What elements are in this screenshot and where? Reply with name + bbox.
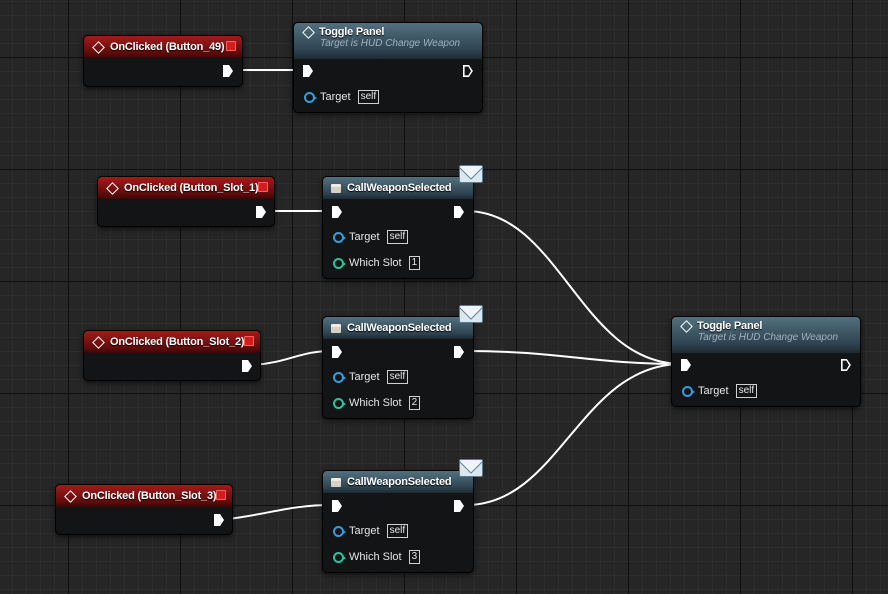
function-node-call-weapon-selected-2[interactable]: CallWeaponSelected Target self Which Slo… [322, 305, 483, 419]
envelope-icon [459, 165, 483, 183]
event-diamond-icon [92, 335, 105, 349]
envelope-icon [459, 459, 483, 477]
event-node-button-49[interactable]: OnClicked (Button_49) [83, 35, 243, 87]
exec-out-pin[interactable] [242, 360, 252, 372]
target-label: Target [349, 371, 380, 383]
which-slot-value[interactable]: 2 [408, 396, 421, 410]
event-diamond-icon [106, 181, 119, 195]
object-pin-icon[interactable] [304, 91, 317, 103]
which-slot-label: Which Slot [349, 551, 402, 563]
node-title: CallWeaponSelected [347, 476, 452, 488]
exec-out-pin[interactable] [454, 500, 464, 512]
function-diamond-icon [680, 319, 693, 333]
node-title: OnClicked (Button_Slot_1) [124, 182, 259, 194]
function-icon [331, 477, 341, 487]
event-node-button-slot-3[interactable]: OnClicked (Button_Slot_3) [55, 484, 233, 535]
exec-in-pin[interactable] [303, 65, 313, 77]
delegate-pin-icon[interactable] [244, 336, 254, 346]
exec-out-pin[interactable] [214, 514, 224, 526]
node-header: Toggle Panel Target is HUD Change Weapon [294, 23, 482, 59]
which-slot-pin-row: Which Slot 1 [333, 256, 421, 270]
function-node-call-weapon-selected-3[interactable]: CallWeaponSelected Target self Which Slo… [322, 459, 483, 573]
object-pin-icon[interactable] [333, 231, 346, 243]
event-node-button-slot-2[interactable]: OnClicked (Button_Slot_2) [83, 330, 261, 381]
event-diamond-icon [64, 489, 77, 503]
event-node-button-slot-1[interactable]: OnClicked (Button_Slot_1) [97, 176, 275, 227]
target-pin-row: Target self [682, 384, 758, 398]
exec-out-pin[interactable] [463, 65, 473, 77]
integer-pin-icon[interactable] [333, 257, 346, 269]
node-title: Toggle Panel [319, 26, 385, 38]
wire-call3-to-toggle[interactable] [465, 363, 683, 506]
node-header: OnClicked (Button_Slot_2) [84, 331, 260, 353]
node-header: OnClicked (Button_49) [84, 36, 242, 58]
target-value[interactable]: self [386, 230, 409, 244]
node-subtitle: Target is HUD Change Weapon [698, 332, 839, 343]
object-pin-icon[interactable] [682, 385, 695, 397]
integer-pin-icon[interactable] [333, 397, 346, 409]
function-node-call-weapon-selected-1[interactable]: CallWeaponSelected Target self Which Slo… [322, 165, 483, 279]
node-subtitle: Target is HUD Change Weapon [320, 38, 461, 49]
exec-in-pin[interactable] [332, 500, 342, 512]
object-pin-icon[interactable] [333, 525, 346, 537]
exec-out-pin[interactable] [841, 359, 851, 371]
node-title: CallWeaponSelected [347, 182, 452, 194]
function-icon [331, 183, 341, 193]
exec-in-pin[interactable] [681, 359, 691, 371]
target-value[interactable]: self [357, 90, 380, 104]
event-diamond-icon [92, 40, 105, 54]
node-header: OnClicked (Button_Slot_3) [56, 485, 232, 507]
delegate-pin-icon[interactable] [226, 41, 236, 51]
object-pin-icon[interactable] [333, 371, 346, 383]
exec-out-pin[interactable] [454, 346, 464, 358]
node-header: CallWeaponSelected [323, 471, 473, 493]
target-label: Target [349, 525, 380, 537]
target-value[interactable]: self [386, 524, 409, 538]
wire-slot3-to-call3[interactable] [227, 504, 333, 520]
target-value[interactable]: self [735, 384, 758, 398]
exec-in-pin[interactable] [332, 346, 342, 358]
node-title: OnClicked (Button_Slot_3) [82, 490, 217, 502]
which-slot-pin-row: Which Slot 3 [333, 550, 421, 564]
function-node-toggle-panel-right[interactable]: Toggle Panel Target is HUD Change Weapon… [671, 316, 861, 407]
node-title: Toggle Panel [697, 320, 763, 332]
function-node-toggle-panel-top[interactable]: Toggle Panel Target is HUD Change Weapon… [293, 22, 483, 113]
integer-pin-icon[interactable] [333, 551, 346, 563]
node-title: CallWeaponSelected [347, 322, 452, 334]
target-pin-row: Target self [333, 524, 409, 538]
which-slot-pin-row: Which Slot 2 [333, 396, 421, 410]
which-slot-label: Which Slot [349, 397, 402, 409]
wire-call2-to-toggle[interactable] [465, 350, 683, 365]
delegate-pin-icon[interactable] [258, 182, 268, 192]
node-header: OnClicked (Button_Slot_1) [98, 177, 274, 199]
target-value[interactable]: self [386, 370, 409, 384]
node-title: OnClicked (Button_49) [110, 41, 225, 53]
node-title: OnClicked (Button_Slot_2) [110, 336, 245, 348]
function-icon [331, 323, 341, 333]
which-slot-value[interactable]: 3 [408, 550, 421, 564]
wire-slot2-to-call2[interactable] [253, 350, 333, 366]
node-header: CallWeaponSelected [323, 317, 473, 339]
exec-out-pin[interactable] [223, 65, 233, 77]
target-pin-row: Target self [333, 370, 409, 384]
wire-call1-to-toggle[interactable] [465, 210, 683, 365]
which-slot-label: Which Slot [349, 257, 402, 269]
exec-in-pin[interactable] [332, 206, 342, 218]
node-header: Toggle Panel Target is HUD Change Weapon [672, 317, 860, 353]
exec-out-pin[interactable] [454, 206, 464, 218]
target-label: Target [349, 231, 380, 243]
node-header: CallWeaponSelected [323, 177, 473, 199]
target-label: Target [320, 91, 351, 103]
function-diamond-icon [302, 25, 315, 39]
exec-out-pin[interactable] [256, 206, 266, 218]
target-pin-row: Target self [333, 230, 409, 244]
target-label: Target [698, 385, 729, 397]
delegate-pin-icon[interactable] [216, 490, 226, 500]
which-slot-value[interactable]: 1 [408, 256, 421, 270]
envelope-icon [459, 305, 483, 323]
target-pin-row: Target self [304, 90, 380, 104]
